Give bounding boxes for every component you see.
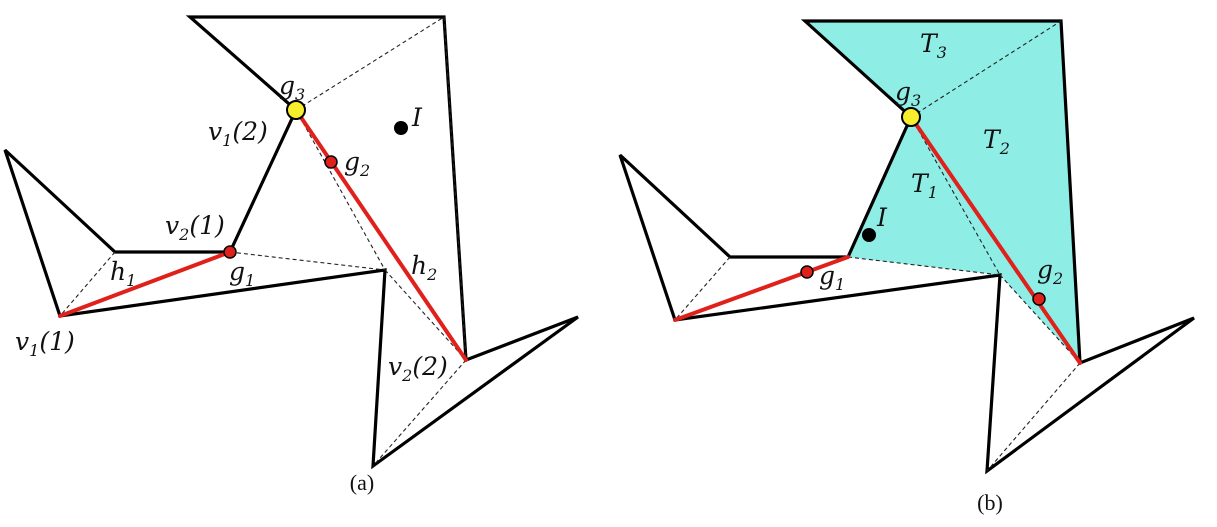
label-v2-2: v2(2) xyxy=(388,352,448,385)
diagonal xyxy=(443,16,467,361)
point-I xyxy=(394,121,408,135)
diagonal xyxy=(229,251,386,271)
label-g3: g3 xyxy=(279,71,305,104)
caption-a: (a) xyxy=(350,470,374,495)
guard-g3-yellow xyxy=(901,107,921,127)
panel-b-diagonals xyxy=(674,20,1081,472)
caption-b: (b) xyxy=(977,490,1003,515)
label-g2: g2 xyxy=(344,147,370,180)
label-I: I xyxy=(411,103,423,132)
guard-g2-red xyxy=(324,155,338,169)
path-h2 xyxy=(909,115,1082,365)
guard-g2-red xyxy=(1032,292,1046,306)
point-I xyxy=(862,228,876,242)
panel-a-polygon xyxy=(3,15,579,470)
label-T3: T3 xyxy=(920,29,947,62)
label-v1-1: v1(1) xyxy=(15,327,75,360)
triangle-region xyxy=(805,21,1080,363)
guard-g1-red xyxy=(223,245,237,259)
label-T1: T1 xyxy=(911,169,938,202)
guard-g1-red xyxy=(800,265,814,279)
label-T2: T2 xyxy=(983,125,1010,158)
diagonal xyxy=(384,269,467,361)
path-h1 xyxy=(673,255,850,322)
path-h1 xyxy=(58,250,232,318)
label-v1-2: v1(2) xyxy=(208,117,268,150)
panel-b-polygon xyxy=(618,19,1195,475)
path-h2 xyxy=(294,108,468,362)
label-g1: g1 xyxy=(229,257,255,290)
panel-b: T3 g3 T2 T1 I g1 g2 (b) xyxy=(618,19,1195,515)
label-h1: h1 xyxy=(110,257,136,290)
panel-a-diagonals xyxy=(59,16,467,467)
label-I: I xyxy=(876,203,888,232)
diagonal xyxy=(295,16,445,111)
diagonal xyxy=(295,109,386,271)
guard-g3-yellow xyxy=(286,100,306,120)
label-g1: g1 xyxy=(819,261,845,294)
label-g3: g3 xyxy=(895,77,921,110)
label-v2-1: v2(1) xyxy=(165,211,225,244)
label-g2: g2 xyxy=(1037,255,1063,288)
diagonal xyxy=(986,362,1081,472)
diagonal xyxy=(59,251,116,317)
diagonal xyxy=(372,359,467,467)
panel-a: g3 I v1(2) g2 v2(1) h1 g1 h2 v1(1) v2(2)… xyxy=(3,15,579,495)
diagonal xyxy=(847,256,1001,276)
label-h2: h2 xyxy=(411,251,437,284)
diagonal xyxy=(999,274,1081,364)
diagonal xyxy=(910,116,1001,276)
diagonal xyxy=(910,20,1062,118)
